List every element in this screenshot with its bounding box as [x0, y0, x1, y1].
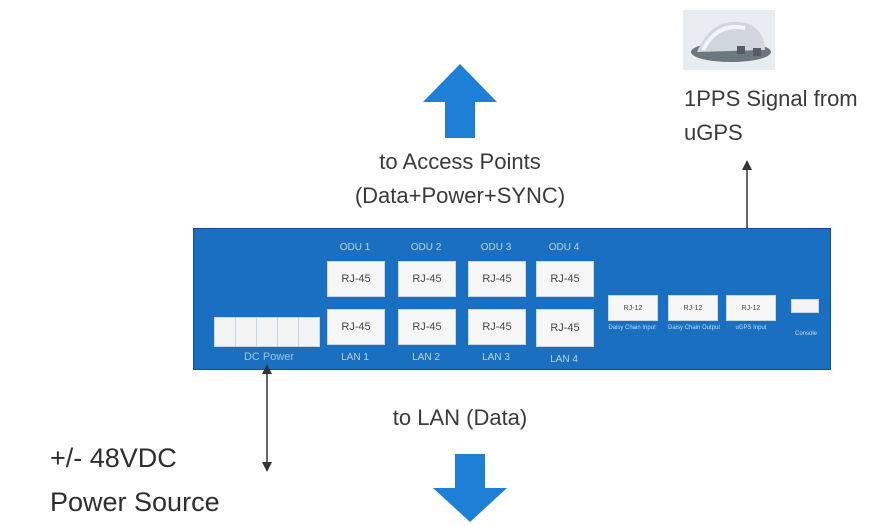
- access-points-label: to Access Points (Data+Power+SYNC): [340, 145, 580, 213]
- gps-label-line1: 1PPS Signal from: [684, 86, 858, 111]
- lan-label: LAN 3: [482, 352, 510, 363]
- gps-antenna-icon: [683, 10, 775, 70]
- lan-label: LAN 1: [341, 352, 369, 363]
- rj12-port-daisy-in[interactable]: RJ-12: [608, 295, 658, 321]
- rj12-port-ugps[interactable]: RJ-12: [726, 295, 776, 321]
- gps-signal-label: 1PPS Signal from uGPS: [684, 82, 858, 150]
- power-source-label: +/- 48VDC Power Source: [50, 436, 220, 524]
- rj45-port-lan-3[interactable]: RJ-45: [468, 309, 526, 345]
- power-source-line1: +/- 48VDC: [50, 443, 177, 473]
- rj12-label: Daisy Chain Input: [608, 325, 656, 331]
- console-port[interactable]: [791, 299, 819, 313]
- rj12-label: uGPS Input: [735, 325, 767, 331]
- odu-label: ODU 2: [410, 242, 442, 253]
- dc-power-label: DC Power: [243, 351, 295, 363]
- access-points-line2: (Data+Power+SYNC): [354, 183, 566, 208]
- down-arrow-icon: [433, 454, 507, 522]
- dc-power-connector: [214, 317, 320, 347]
- gps-label-line2: uGPS: [684, 120, 743, 145]
- to-lan-label: to LAN (Data): [392, 405, 528, 430]
- console-label: Console: [794, 331, 817, 337]
- access-points-line1: to Access Points: [379, 149, 541, 174]
- rj45-port-lan-2[interactable]: RJ-45: [398, 309, 456, 345]
- up-arrow-icon: [423, 64, 497, 138]
- lan-label: LAN 4: [550, 354, 578, 365]
- lan-label: LAN 2: [412, 352, 440, 363]
- odu-label: ODU 4: [548, 242, 580, 253]
- device-front-panel: DC Power ODU 1 ODU 2 ODU 3 ODU 4 RJ-45 R…: [193, 228, 831, 370]
- rj45-port-lan-4[interactable]: RJ-45: [536, 309, 594, 347]
- rj12-port-daisy-out[interactable]: RJ-12: [668, 295, 718, 321]
- rj45-port-odu-2[interactable]: RJ-45: [398, 261, 456, 297]
- odu-label: ODU 1: [339, 242, 371, 253]
- rj45-port-lan-1[interactable]: RJ-45: [327, 309, 385, 345]
- power-connection-arrow: [262, 364, 272, 472]
- power-source-line2: Power Source: [50, 487, 220, 517]
- rj12-label: Daisy Chain Output: [667, 325, 721, 331]
- rj45-port-odu-1[interactable]: RJ-45: [327, 261, 385, 297]
- rj45-port-odu-4[interactable]: RJ-45: [536, 261, 594, 297]
- odu-label: ODU 3: [480, 242, 512, 253]
- rj45-port-odu-3[interactable]: RJ-45: [468, 261, 526, 297]
